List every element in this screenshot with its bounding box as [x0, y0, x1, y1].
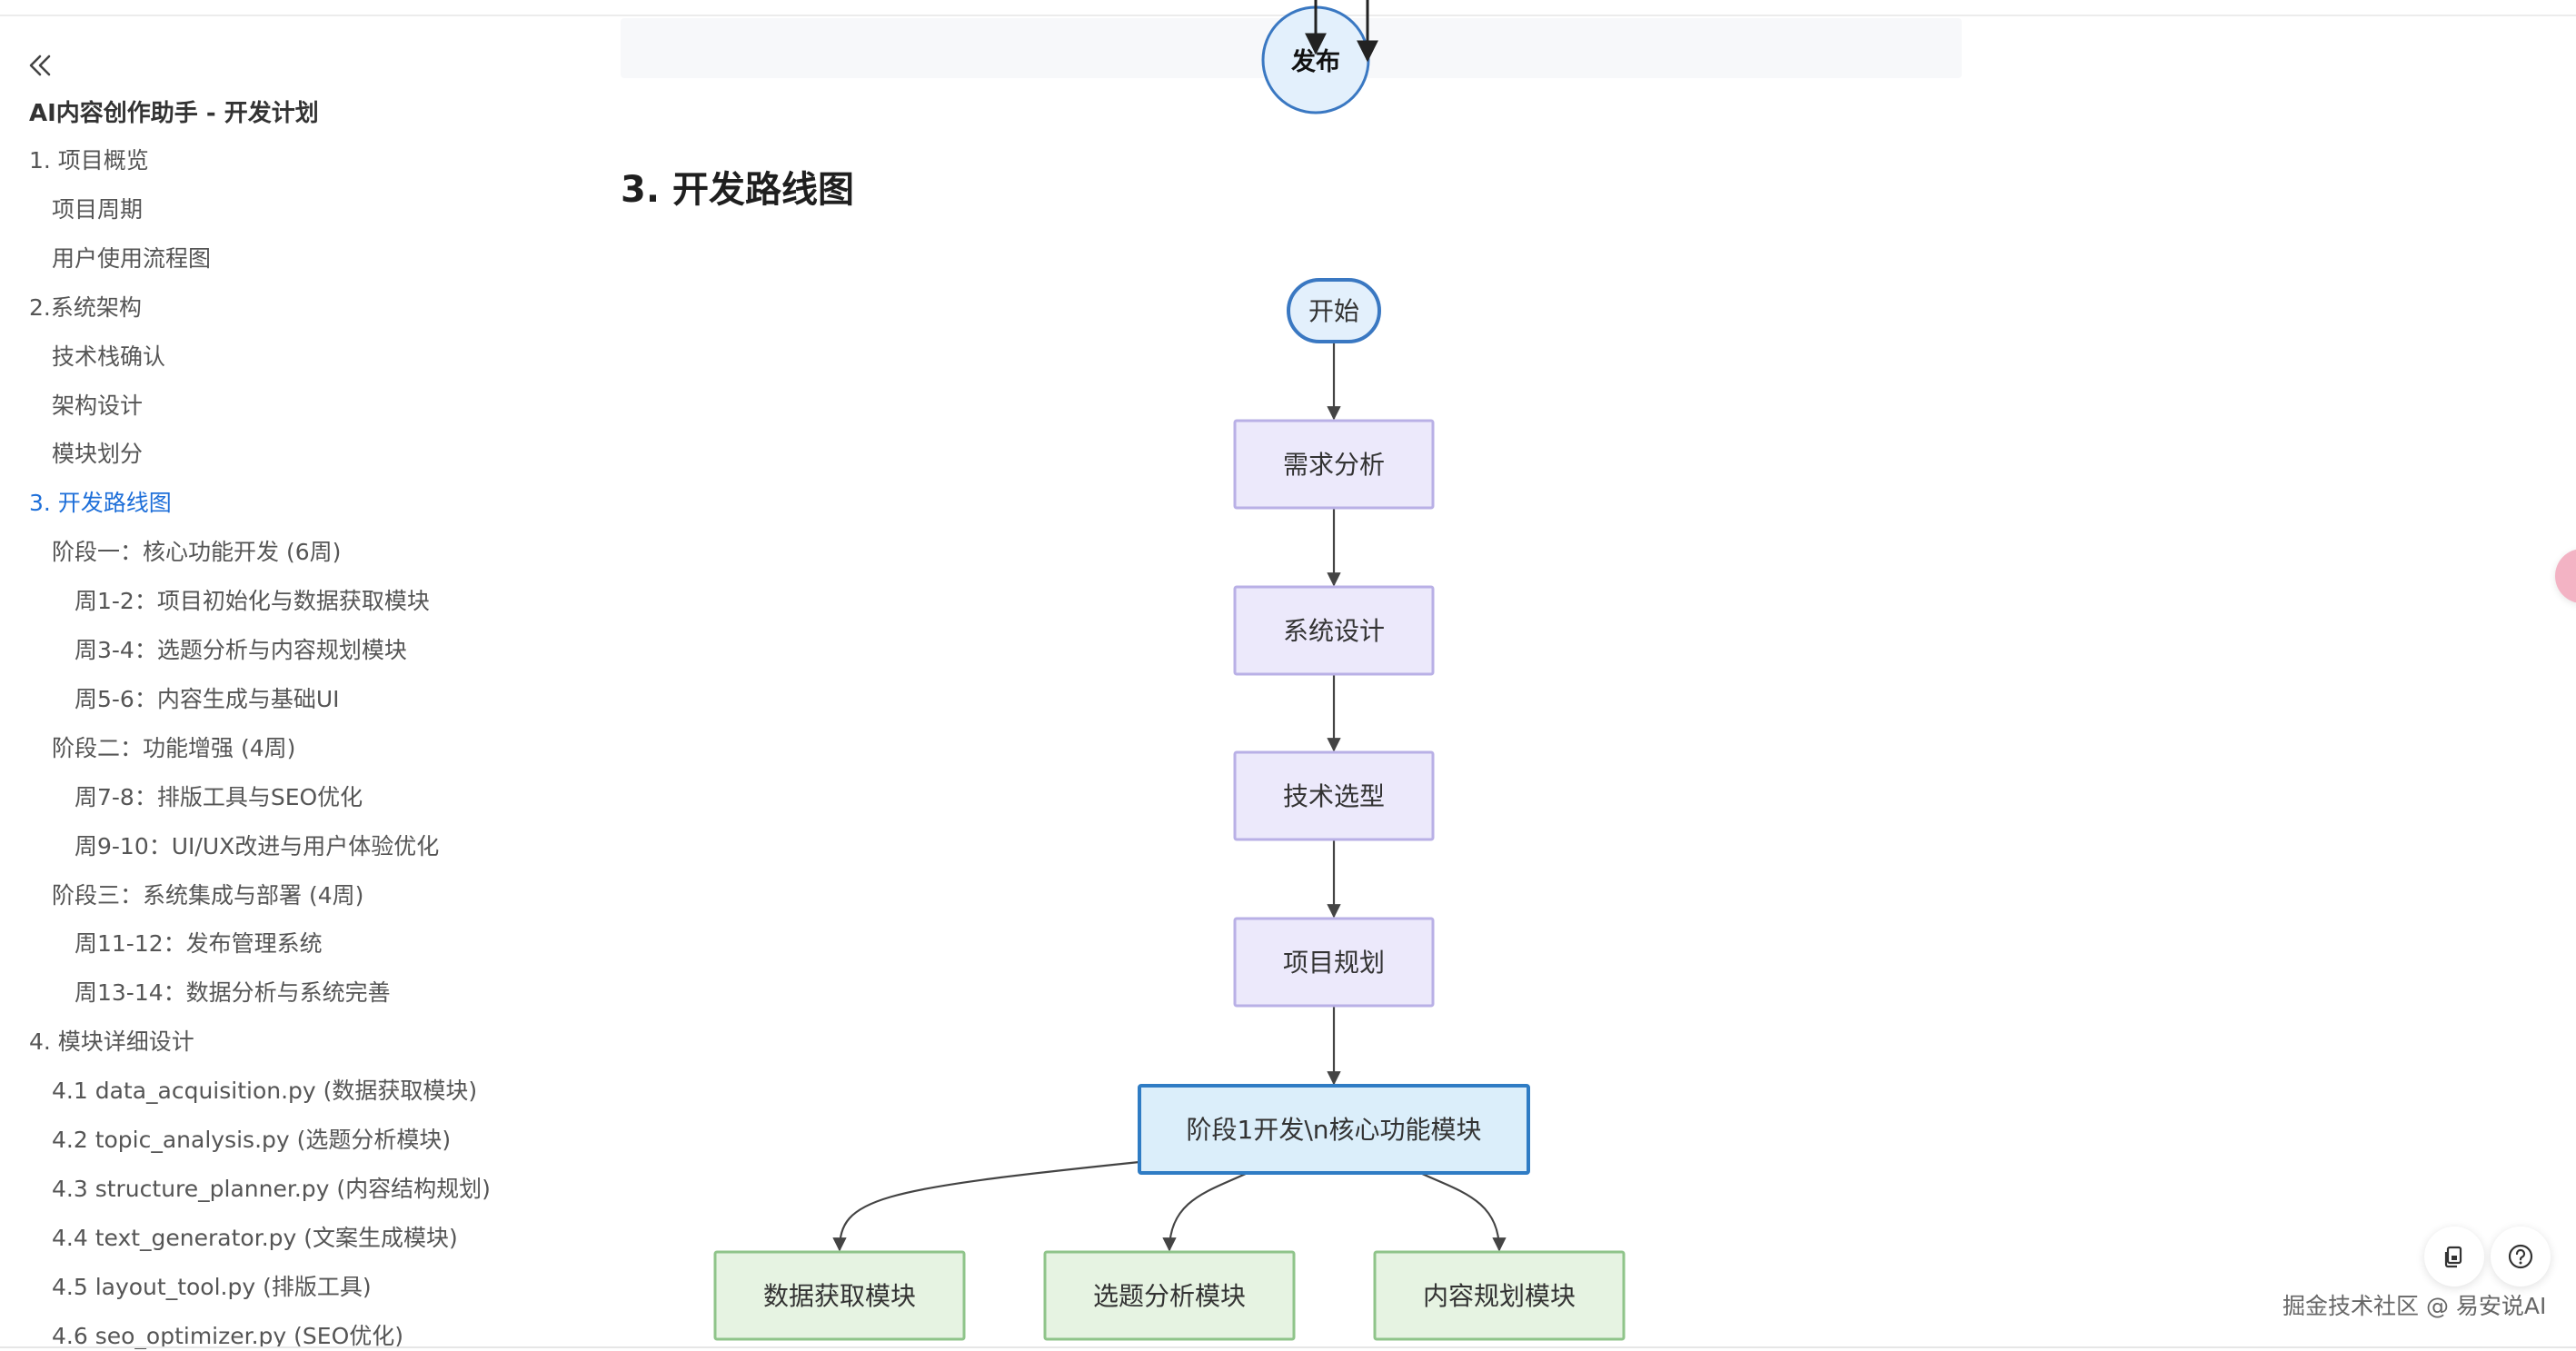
flow-node-phase1: 阶段1开发\n核心功能模块 — [1138, 1084, 1530, 1175]
flow-edge-phase1-data — [832, 1160, 1140, 1252]
toc-item[interactable]: 周3-4：选题分析与内容规划模块 — [75, 637, 407, 663]
section-heading: 3. 开发路线图 — [621, 169, 854, 211]
toc-item[interactable]: 阶段二：功能增强 (4周) — [52, 734, 296, 761]
toc-item[interactable]: 周9-10：UI/UX改进与用户体验优化 — [75, 832, 440, 859]
toc-item[interactable]: 4.5 layout_tool.py (排版工具) — [52, 1273, 372, 1300]
flow-node-box — [713, 1250, 966, 1341]
toc-item[interactable]: 4.3 structure_planner.py (内容结构规划) — [52, 1175, 491, 1202]
help-button[interactable] — [2491, 1227, 2551, 1286]
toc-sidebar: AI内容创作助手 - 开发计划 1. 项目概览项目周期用户使用流程图 2.系统架构… — [0, 0, 563, 1351]
flow-node-box — [1043, 1250, 1296, 1341]
toc-item[interactable]: 2.系统架构 — [29, 293, 142, 321]
assistant-bubble[interactable] — [2555, 549, 2576, 603]
watermark: 掘金技术社区 @ 易安说AI — [2283, 1293, 2547, 1319]
flow-node-label: 数据获取模块 — [763, 1281, 916, 1311]
toc-item[interactable]: 周1-2：项目初始化与数据获取模块 — [75, 588, 430, 615]
copy-icon — [2444, 1246, 2462, 1268]
flow-node-label: 开始 — [1308, 296, 1359, 326]
flow-node-sys: 系统设计 — [1233, 585, 1435, 676]
flow-node-plan: 项目规划 — [1233, 917, 1435, 1008]
toc-item[interactable]: 1. 项目概览 — [29, 147, 149, 174]
toc-item[interactable]: 阶段一：核心功能开发 (6周) — [52, 539, 342, 566]
bottom-divider — [0, 1346, 2576, 1348]
flow-node-topic: 选题分析模块 — [1043, 1250, 1296, 1341]
flow-node-req: 需求分析 — [1233, 419, 1435, 510]
toc-item[interactable]: 模块划分 — [52, 441, 144, 468]
toc-item[interactable]: 阶段三：系统集成与部署 (4周) — [52, 881, 364, 909]
flow-node-box — [1138, 1084, 1530, 1175]
flow-node-box — [1233, 750, 1435, 841]
flow-edge-phase1-content — [1419, 1172, 1507, 1252]
toc-item[interactable]: 周7-8：排版工具与SEO优化 — [75, 783, 363, 810]
collapse-sidebar-button[interactable] — [22, 47, 58, 84]
toc-item[interactable]: 4.4 text_generator.py (文案生成模块) — [52, 1224, 458, 1251]
copy-button[interactable] — [2424, 1227, 2484, 1286]
flow-node-box — [1287, 278, 1381, 343]
toc-item[interactable]: 4. 模块详细设计 — [29, 1028, 194, 1056]
flow-node-content: 内容规划模块 — [1373, 1250, 1626, 1341]
toc-item[interactable]: 4.2 topic_analysis.py (选题分析模块) — [52, 1127, 452, 1153]
toc-item[interactable]: 4.6 seo_optimizer.py (SEO优化) — [52, 1322, 404, 1349]
flow-node-box — [1233, 419, 1435, 510]
flow-node-tech: 技术选型 — [1233, 750, 1435, 841]
toc-item[interactable]: 项目周期 — [52, 195, 144, 223]
flow-node-label: 系统设计 — [1283, 616, 1385, 646]
toc-item[interactable]: 3. 开发路线图 — [29, 490, 172, 517]
flow-node-start: 开始 — [1287, 278, 1381, 343]
prev-publish-node: 发布 — [1261, 0, 1378, 114]
toc-item[interactable]: 周13-14：数据分析与系统完善 — [75, 979, 391, 1007]
flowchart-edges — [832, 342, 1507, 1252]
flow-node-label: 内容规划模块 — [1423, 1281, 1576, 1311]
flow-node-label: 选题分析模块 — [1093, 1281, 1246, 1311]
help-circle-icon — [2508, 1244, 2533, 1269]
toc-item[interactable]: 周11-12：发布管理系统 — [75, 930, 323, 958]
toc-item[interactable]: 周5-6：内容生成与基础UI — [75, 685, 340, 712]
toc-item[interactable]: 技术栈确认 — [52, 343, 166, 370]
prev-publish-label: 发布 — [1290, 47, 1340, 76]
flow-node-data: 数据获取模块 — [713, 1250, 966, 1341]
flow-edge-phase1-topic — [1162, 1172, 1248, 1252]
flow-node-label: 阶段1开发\n核心功能模块 — [1187, 1115, 1482, 1145]
flow-node-label: 技术选型 — [1283, 781, 1385, 811]
toc-item[interactable]: 架构设计 — [52, 392, 144, 419]
toc-title[interactable]: AI内容创作助手 - 开发计划 — [29, 100, 319, 127]
toc-item[interactable]: 用户使用流程图 — [52, 244, 212, 272]
flow-node-box — [1373, 1250, 1626, 1341]
toc-item[interactable]: 4.1 data_acquisition.py (数据获取模块) — [52, 1078, 478, 1105]
flow-node-label: 项目规划 — [1283, 948, 1385, 978]
flow-node-box — [1233, 585, 1435, 676]
chevrons-left-icon — [29, 55, 51, 76]
flow-node-box — [1233, 917, 1435, 1008]
flow-node-label: 需求分析 — [1283, 450, 1385, 480]
